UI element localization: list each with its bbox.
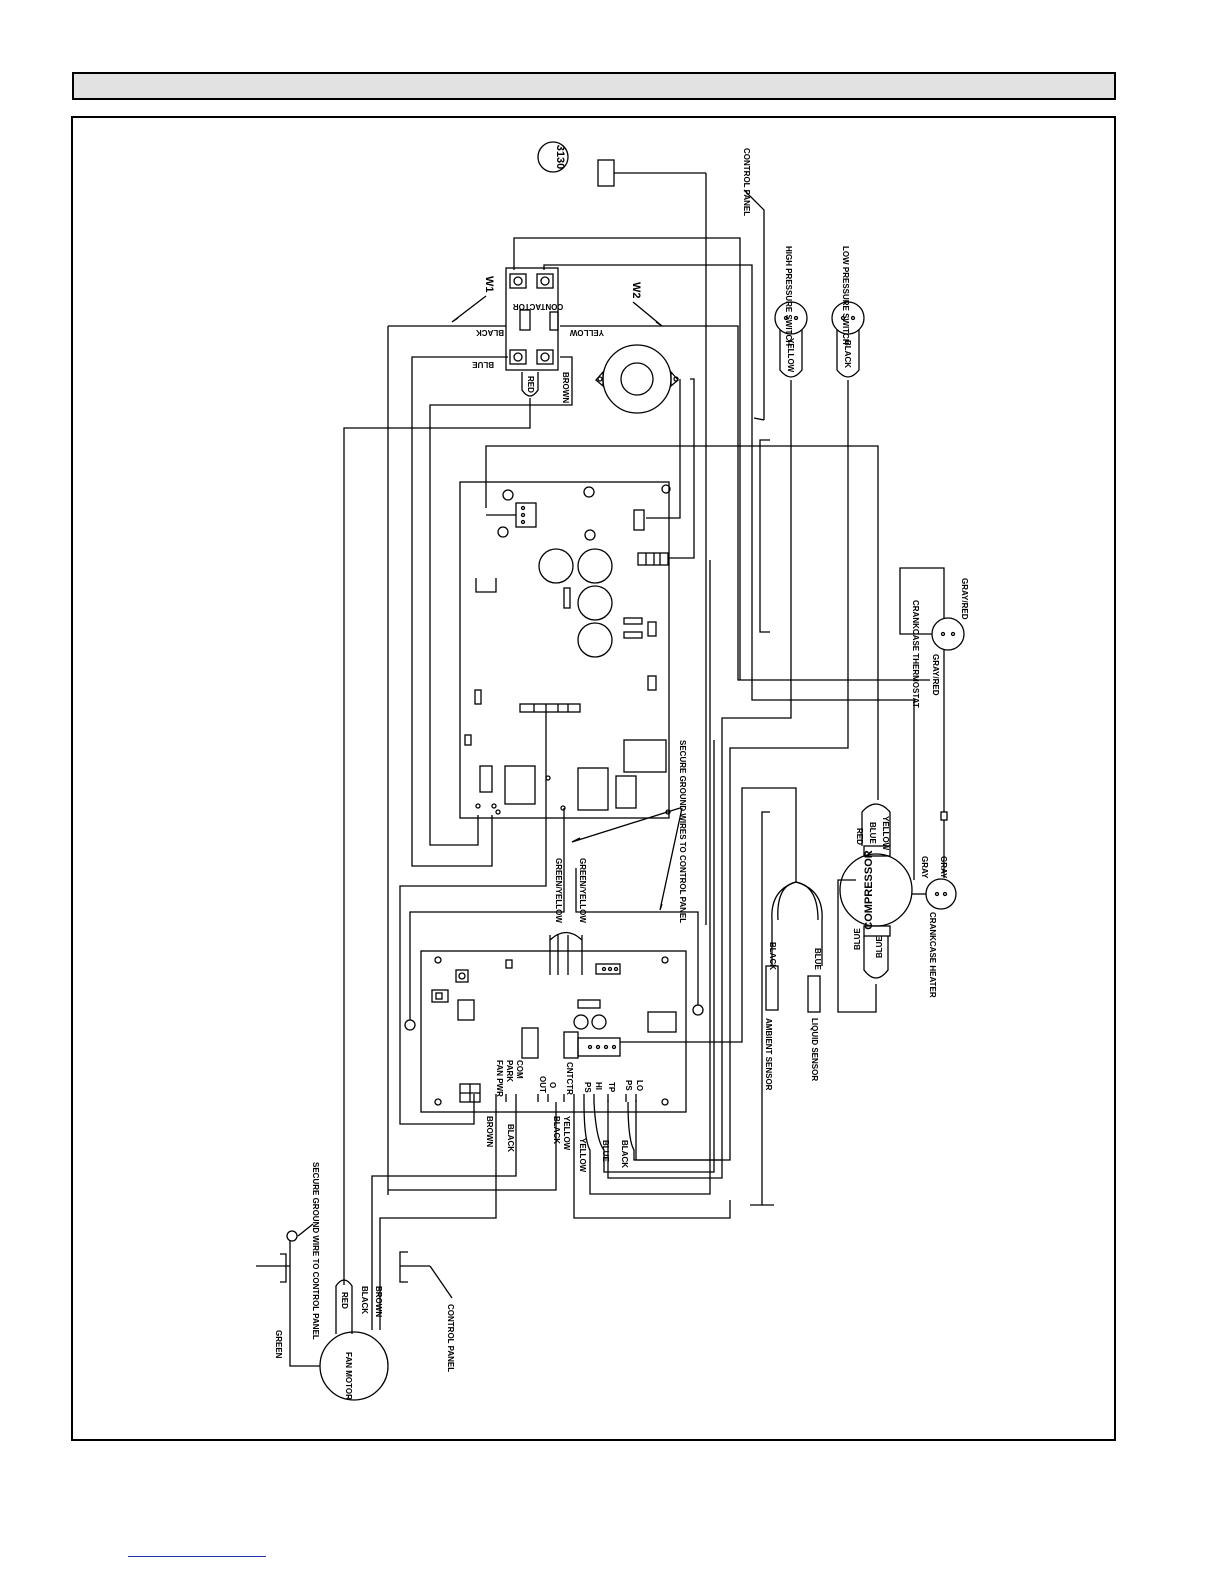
secure-ground-panel-label: SECURE GROUND WIRES TO CONTROL PANEL [678,740,687,923]
crankcase-thermostat-label: CRANKCASE THERMOSTAT [911,600,920,708]
w1-black-label: BLACK [476,328,504,337]
terminal-out: OUT [538,1076,547,1093]
terminal-tp: TP [607,1082,616,1093]
gray-red-label-b: GRAY/RED [960,578,969,620]
crankcase-heater-label: CRANKCASE HEATER [928,912,937,998]
lps-black-label: BLACK [843,340,852,368]
low-pressure-switch-label: LOW PRESSURE SWITCH [841,246,850,345]
control-panel-top-label: CONTROL PANEL [742,148,751,216]
wire-black-c: BLACK [620,1140,629,1168]
fan-motor: FAN MOTOR RED BLACK BROWN GREEN [274,1240,389,1401]
fan-green-label: GREEN [274,1330,283,1359]
w1-label: W1 [483,276,495,293]
control-panel-bottom-label: CONTROL PANEL [446,1304,455,1372]
fan-motor-label: FAN MOTOR [344,1352,353,1400]
inverter-board [459,481,671,819]
sensor-blue-label: BLUE [813,948,822,970]
terminal-park: PARK [505,1060,514,1082]
terminal-cntctr: CNTCTR [565,1062,574,1095]
footer-rule [128,1556,266,1557]
compressor-label: COMPRESSOR [863,850,875,930]
capacitor [595,344,695,559]
compressor: COMPRESSOR RED BLUE YELLOW BLUE BLUE [837,803,913,1013]
liquid-sensor-label: LIQUID SENSOR [810,1018,819,1081]
diagram-frame [71,116,1116,1441]
defrost-control-board [420,931,687,1113]
secure-ground-wire-label: SECURE GROUND WIRE TO CONTROL PANEL [311,1162,320,1340]
fan-brown-label: BROWN [374,1286,383,1317]
terminal-o: O [548,1082,557,1088]
ambient-sensor-label: AMBIENT SENSOR [764,1018,773,1091]
w2-yellow-label: YELLOW [569,328,604,337]
comp-blue-bottom-label-2: BLUE [875,936,884,958]
green-yellow-label-b: GREEN/YELLOW [578,858,587,923]
terminal-ps-lo: PS [624,1080,633,1091]
control-panel-top: CONTROL PANEL [742,148,765,421]
crankcase-heater: GRAY GRAY CRANKCASE HEATER [912,856,957,998]
fan-red-label: RED [340,1292,349,1309]
high-pressure-switch-label: HIGH PRESSURE SWITCH [784,246,793,346]
contactor-brown-label: BROWN [561,372,570,403]
comp-blue-label: BLUE [868,822,877,844]
ref-3130-label: 3130 [554,145,566,169]
header-bar [72,72,1116,100]
comp-yellow-label: YELLOW [881,816,890,851]
sensors: BLACK BLUE AMBIENT SENSOR LIQUID SENSOR [620,787,823,1091]
wire-yellow-b: YELLOW [578,1138,587,1173]
gray-label-a: GRAY [920,856,929,879]
gray-red-label-a: GRAY/RED [931,654,940,696]
gray-label-b: GRAY [939,856,948,879]
connector-3130: 3130 [537,141,707,925]
sensor-black-label: BLACK [768,942,777,970]
w2-label: W2 [630,282,642,299]
comp-red-label: RED [855,828,864,845]
wire-brown: BROWN [485,1116,494,1147]
terminal-ps-hi: PS [583,1082,592,1093]
hps-yellow-label: YELLOW [786,338,795,373]
terminal-com: COM [515,1060,524,1079]
comp-blue-bottom-label: BLUE [853,928,862,950]
contactor: CONTACTOR BLACK YELLOW BLUE RED BROWN [472,267,604,403]
low-pressure-switch: LOW PRESSURE SWITCH BLACK [635,246,865,1161]
contactor-label: CONTACTOR [513,302,564,311]
fan-black-label: BLACK [360,1286,369,1314]
terminal-fan-pwr: FAN PWR [495,1060,504,1097]
high-pressure-switch: HIGH PRESSURE SWITCH YELLOW [607,246,808,1179]
crankcase-thermostat: CRANKCASE THERMOSTAT GRAY/RED GRAY/RED [899,567,969,878]
wire-black-a: BLACK [506,1124,515,1152]
contactor-red-label: RED [526,376,535,393]
wire-blue: BLUE [601,1140,610,1162]
terminal-lo: LO [635,1080,644,1091]
contactor-blue-label: BLUE [472,360,494,369]
wire-yellow-a: YELLOW [562,1116,571,1151]
green-yellow-label-a: GREEN/YELLOW [554,858,563,923]
terminal-hi: HI [594,1082,603,1090]
